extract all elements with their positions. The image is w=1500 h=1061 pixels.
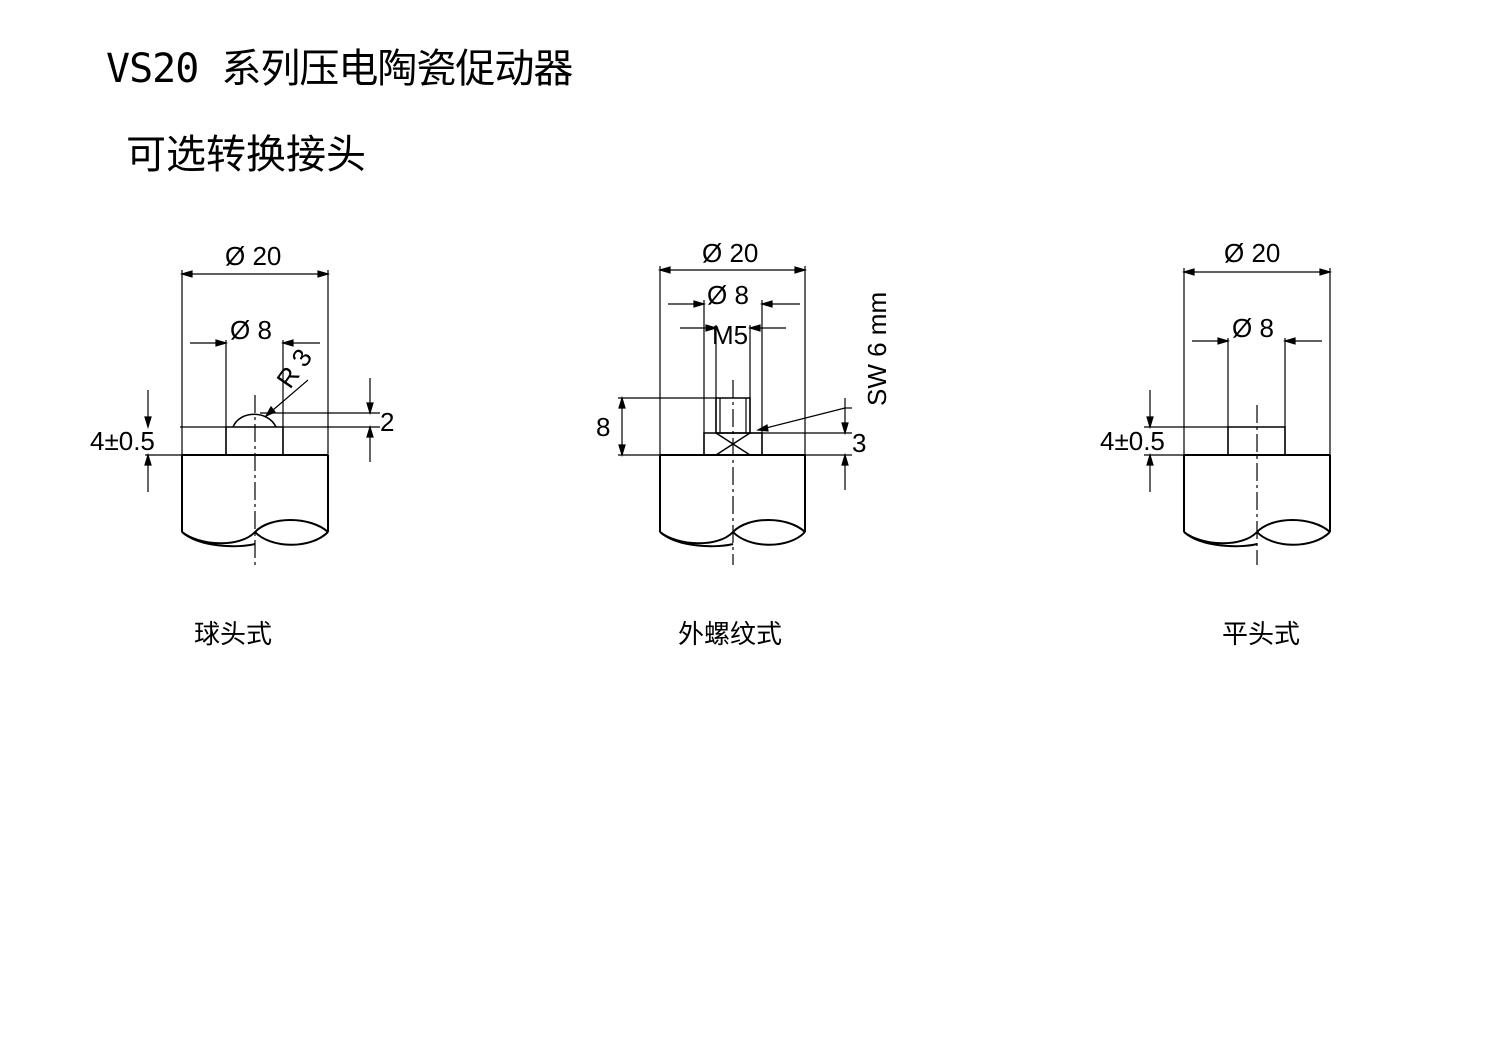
- arrow: [1218, 338, 1228, 344]
- arrow: [694, 301, 704, 307]
- arrow: [842, 455, 848, 465]
- arrow: [842, 423, 848, 433]
- tip-dia-label: Ø 8: [707, 280, 749, 310]
- arrow: [762, 301, 772, 307]
- length-label: 8: [596, 412, 610, 442]
- dome-height-label: 2: [380, 407, 394, 437]
- flat-head-drawing: Ø 20 Ø 8 4±0.5: [1100, 238, 1432, 590]
- break-line-lower: [660, 532, 733, 546]
- arrow: [266, 407, 275, 416]
- ball-dome: [233, 414, 276, 427]
- arrow: [1320, 269, 1330, 275]
- ball-head-view: Ø 20 Ø 8 4±0.5 2 R 3 球头式: [90, 230, 410, 660]
- arrow: [619, 398, 625, 408]
- break-line-lower-right: [733, 532, 805, 545]
- radius-label: R 3: [270, 343, 318, 393]
- outer-dia-label: Ø 20: [1224, 238, 1280, 268]
- arrow: [1184, 269, 1194, 275]
- thread-label: M5: [712, 320, 748, 350]
- tip-dia-label: Ø 8: [230, 315, 272, 345]
- arrow: [182, 271, 192, 277]
- tip-height-label: 4±0.5: [90, 426, 155, 456]
- hex-height-label: 3: [852, 428, 866, 458]
- external-thread-view: Ø 20 Ø 8 M5 8 3 SW 6 mm 外螺纹式: [590, 230, 910, 660]
- arrow: [367, 403, 373, 413]
- arrow: [750, 325, 760, 331]
- ball-head-drawing: Ø 20 Ø 8 4±0.5 2 R 3: [90, 241, 394, 590]
- arrow: [795, 267, 805, 273]
- break-line-lower: [1184, 532, 1257, 546]
- arrow: [1147, 417, 1153, 427]
- arrow: [145, 455, 151, 465]
- break-line-lower: [182, 532, 255, 546]
- arrow: [1285, 338, 1295, 344]
- break-line-lower-right: [1257, 532, 1330, 545]
- arrow: [706, 325, 716, 331]
- arrow: [619, 445, 625, 455]
- page-subtitle: 可选转换接头: [126, 132, 366, 178]
- arrow: [367, 427, 373, 437]
- tip-dia-label: Ø 8: [1232, 313, 1274, 343]
- outer-dia-label: Ø 20: [702, 238, 758, 268]
- arrow: [318, 271, 328, 277]
- caption: 球头式: [194, 620, 273, 650]
- arrow: [216, 340, 226, 346]
- arrow: [758, 425, 768, 431]
- wrench-label: SW 6 mm: [862, 292, 892, 406]
- arrow: [283, 340, 293, 346]
- arrow: [145, 417, 151, 427]
- external-thread-drawing: Ø 20 Ø 8 M5 8 3 SW 6 mm: [596, 238, 892, 590]
- arrow: [1147, 455, 1153, 465]
- break-line-lower-right: [255, 532, 328, 545]
- tip-height-label: 4±0.5: [1100, 426, 1165, 456]
- outer-dia-label: Ø 20: [225, 241, 281, 271]
- caption: 平头式: [1222, 620, 1301, 650]
- flat-head-view: Ø 20 Ø 8 4±0.5 平头式: [1092, 230, 1412, 660]
- arrow: [660, 267, 670, 273]
- wrench-leader: [758, 408, 845, 430]
- caption: 外螺纹式: [678, 620, 783, 650]
- page-title: VS20 系列压电陶瓷促动器: [106, 46, 573, 92]
